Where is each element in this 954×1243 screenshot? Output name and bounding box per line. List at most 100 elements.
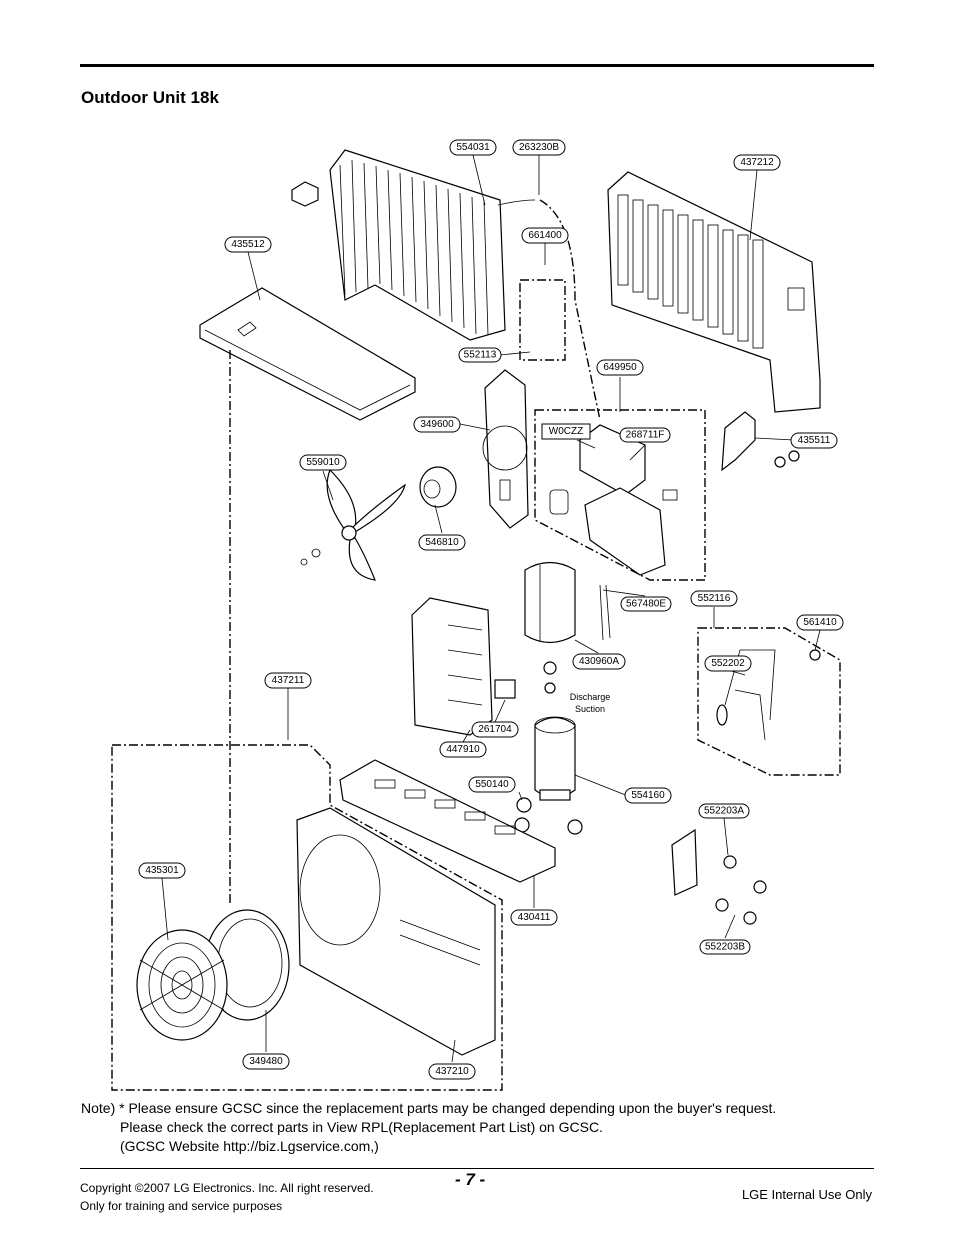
part-label-435512: 435512 xyxy=(224,236,272,253)
cap xyxy=(774,456,786,468)
copyright-text: Copyright ©2007 LG Electronics. Inc. All… xyxy=(80,1181,374,1195)
part-label-649950: 649950 xyxy=(596,359,644,376)
reactor xyxy=(494,679,516,699)
condenser-coil xyxy=(329,149,536,341)
rear-grille-panel xyxy=(607,171,821,413)
bottom-rule xyxy=(80,1168,874,1169)
note-block: Note) * Please ensure GCSC since the rep… xyxy=(81,1099,776,1156)
part-label-268711F: 268711F xyxy=(619,427,671,443)
svg-text:554160: 554160 xyxy=(631,790,665,801)
part-label-349600: 349600 xyxy=(413,416,461,433)
footer-left: Copyright ©2007 LG Electronics. Inc. All… xyxy=(80,1179,374,1215)
svg-text:430411: 430411 xyxy=(518,912,551,923)
part-label-554160: 554160 xyxy=(624,787,672,804)
svg-text:435512: 435512 xyxy=(231,239,265,250)
part-label-546810: 546810 xyxy=(418,534,466,551)
svg-text:435511: 435511 xyxy=(798,435,831,446)
svg-text:437211: 437211 xyxy=(272,675,305,686)
part-label-559010: 559010 xyxy=(299,454,347,471)
svg-text:263230B: 263230B xyxy=(519,142,559,153)
internal-use-text: LGE Internal Use Only xyxy=(741,1187,872,1202)
front-panel xyxy=(296,807,496,1056)
top-cover xyxy=(199,287,416,421)
wire-harness xyxy=(599,584,611,641)
svg-text:559010: 559010 xyxy=(306,457,340,468)
svg-text:567480E: 567480E xyxy=(626,599,666,610)
barrier-panel xyxy=(411,597,493,736)
part-label-447910: 447910 xyxy=(439,741,487,758)
part-label-661400: 661400 xyxy=(521,227,569,244)
note-line: Note) * Please ensure GCSC since the rep… xyxy=(81,1100,777,1116)
part-label-552203B: 552203B xyxy=(699,939,751,955)
part-label-552116: 552116 xyxy=(690,590,738,607)
purpose-text: Only for training and service purposes xyxy=(80,1199,283,1213)
svg-text:437212: 437212 xyxy=(740,157,774,168)
part-label-430411: 430411 xyxy=(510,909,558,926)
svg-text:437210: 437210 xyxy=(435,1066,469,1077)
svg-text:552113: 552113 xyxy=(464,350,497,361)
propeller-fan xyxy=(300,468,406,581)
svg-text:546810: 546810 xyxy=(425,537,459,548)
svg-text:554031: 554031 xyxy=(456,142,490,153)
svg-text:550140: 550140 xyxy=(475,779,509,790)
svg-text:552203A: 552203A xyxy=(704,806,744,817)
motor-bracket xyxy=(482,369,529,529)
clip-bracket xyxy=(291,181,319,207)
svg-text:552203B: 552203B xyxy=(705,942,745,953)
svg-text:649950: 649950 xyxy=(603,362,637,373)
part-label-435301: 435301 xyxy=(138,862,186,879)
svg-text:447910: 447910 xyxy=(446,744,480,755)
cap xyxy=(788,450,800,462)
note-line: Please check the correct parts in View R… xyxy=(120,1119,603,1135)
top-rule xyxy=(80,64,874,67)
page-number: - 7 - xyxy=(455,1170,486,1189)
center-line xyxy=(539,199,601,421)
service-cover xyxy=(721,411,756,472)
part-label-430960A: 430960A xyxy=(572,653,626,670)
fitting xyxy=(544,682,556,694)
part-label-554031: 554031 xyxy=(449,139,497,156)
part-label-561410: 561410 xyxy=(796,614,844,631)
section-title: Outdoor Unit 18k xyxy=(81,88,219,107)
part-label-263230B: 263230B xyxy=(512,139,566,156)
part-label-437211: 437211 xyxy=(264,672,312,689)
svg-text:561410: 561410 xyxy=(803,617,837,628)
part-label-261704: 261704 xyxy=(471,721,519,738)
svg-text:661400: 661400 xyxy=(528,230,562,241)
svg-text:435301: 435301 xyxy=(145,865,179,876)
part-label-349480: 349480 xyxy=(242,1053,290,1070)
svg-text:261704: 261704 xyxy=(478,724,512,735)
svg-text:552202: 552202 xyxy=(711,658,745,669)
base-pan xyxy=(339,759,556,883)
fan-guard xyxy=(136,929,228,1041)
fan-motor xyxy=(419,466,457,508)
note-line: (GCSC Website http://biz.Lgservice.com,) xyxy=(120,1138,379,1154)
part-label-552202: 552202 xyxy=(704,655,752,672)
part-label-435511: 435511 xyxy=(790,432,838,449)
group-outline-piping xyxy=(697,627,841,776)
svg-text:349480: 349480 xyxy=(249,1056,283,1067)
svg-text:W0CZZ: W0CZZ xyxy=(549,426,583,437)
part-label-W0CZZ: W0CZZ xyxy=(541,423,591,440)
group-outline-control xyxy=(534,409,706,581)
refrigerant-piping xyxy=(716,649,821,741)
part-label-550140: 550140 xyxy=(468,776,516,793)
fitting xyxy=(543,661,557,675)
service-valves xyxy=(671,828,767,925)
svg-text:349600: 349600 xyxy=(420,419,454,430)
rubber-mount xyxy=(516,797,532,813)
annotation-suction: Suction xyxy=(575,704,605,714)
part-label-437212: 437212 xyxy=(733,154,781,171)
part-label-567480E: 567480E xyxy=(620,596,672,612)
part-label-552113: 552113 xyxy=(458,347,502,363)
annotation-discharge: Discharge xyxy=(570,692,611,702)
group-outline-front xyxy=(111,744,503,1091)
control-box xyxy=(549,424,678,576)
compressor xyxy=(534,716,576,801)
svg-text:552116: 552116 xyxy=(698,593,731,604)
part-label-552203A: 552203A xyxy=(698,803,750,819)
svg-text:430960A: 430960A xyxy=(579,656,619,667)
compressor-jacket xyxy=(524,561,576,644)
part-label-437210: 437210 xyxy=(428,1063,476,1080)
